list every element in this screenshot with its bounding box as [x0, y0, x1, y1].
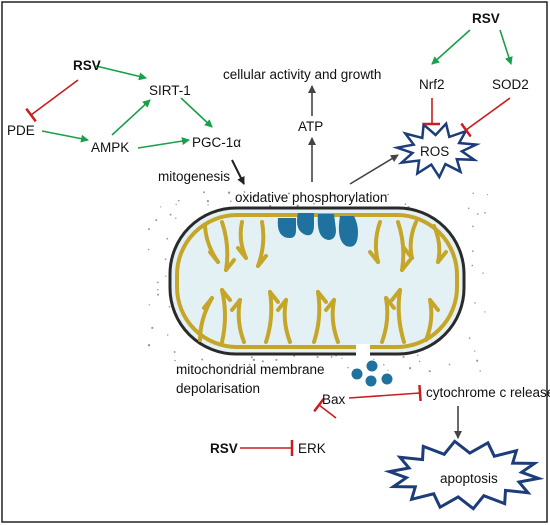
- crista-branch: [224, 258, 236, 272]
- crista-fold: [396, 220, 406, 272]
- edge-rsv-inhibits-pde: [25, 79, 79, 123]
- crista-branch: [220, 288, 232, 302]
- mitochondrion: [168, 206, 466, 360]
- label-mitogenesis: mitogenesis: [158, 169, 230, 184]
- edge-bax-inhibits-cytochrome: [348, 384, 422, 402]
- crista-branch: [400, 258, 412, 272]
- cytochrome-c-dots: [351, 360, 393, 387]
- edge-sirt1-pgc1a: [180, 97, 213, 128]
- label-apoptosis: apoptosis: [440, 471, 498, 486]
- crista-branch: [390, 288, 402, 302]
- label-rsv-top-right: RSV: [472, 11, 500, 26]
- edge-ampk-sirt1: [111, 99, 151, 136]
- crista-branch: [368, 250, 380, 264]
- crista-branch: [208, 250, 220, 264]
- label-ros: ROS: [420, 144, 449, 159]
- label-membrane-line1: mitochondrial membrane: [176, 362, 325, 377]
- crista-branch: [202, 296, 214, 310]
- edge-erk-inhibits-bax: [313, 397, 337, 419]
- atp-synthase-complexes: [277, 213, 358, 247]
- label-ampk: AMPK: [91, 140, 129, 155]
- label-cytochrome: cytochrome c release: [426, 385, 550, 400]
- crista-branch: [236, 246, 248, 260]
- label-pgc1a: PGC-1α: [192, 135, 241, 150]
- membrane-gap: [356, 344, 370, 360]
- crista-branch: [324, 298, 336, 312]
- crista-fold: [264, 290, 274, 344]
- crista-branch: [268, 290, 280, 304]
- edge-pde-ampk: [41, 130, 89, 143]
- label-oxphos: oxidative phosphorylation: [235, 190, 387, 205]
- label-nrf2: Nrf2: [419, 77, 445, 92]
- label-atp: ATP: [298, 119, 323, 134]
- crista-branch: [402, 246, 414, 260]
- cristae: [198, 220, 448, 344]
- crista-fold: [220, 288, 227, 344]
- edge-rsv-sirt1: [95, 65, 147, 81]
- label-pde: PDE: [7, 123, 35, 138]
- crista-fold: [312, 290, 322, 344]
- ros-burst-shape: [392, 121, 481, 180]
- crista-branch: [316, 290, 328, 304]
- crista-fold: [220, 220, 230, 272]
- label-membrane-line2: depolarisation: [176, 381, 260, 396]
- label-erk: ERK: [298, 441, 326, 456]
- crista-branch: [230, 298, 242, 312]
- edge-ampk-pgc1a: [137, 137, 190, 149]
- label-rsv-bottom: RSV: [210, 441, 238, 456]
- edge-pgc1a-oxphos: [231, 159, 245, 185]
- crista-branch: [276, 298, 288, 312]
- label-cellular-activity: cellular activity and growth: [223, 67, 381, 82]
- edge-rsv-sod2: [499, 29, 513, 65]
- apoptosis-burst-shape: [383, 439, 545, 511]
- label-bax: Bax: [322, 392, 346, 407]
- crista-branch: [384, 296, 396, 310]
- edge-sod2-inhibits-ros: [460, 97, 511, 138]
- edge-oxphos-ros: [349, 154, 399, 185]
- crista-branch: [428, 298, 440, 312]
- edge-rsv-nrf2: [431, 29, 471, 65]
- label-rsv-top-left: RSV: [73, 58, 101, 73]
- label-sirt1: SIRT-1: [149, 83, 191, 98]
- label-sod2: SOD2: [492, 77, 529, 92]
- crista-branch: [436, 250, 448, 264]
- crista-branch: [256, 254, 268, 268]
- crista-fold: [396, 288, 406, 344]
